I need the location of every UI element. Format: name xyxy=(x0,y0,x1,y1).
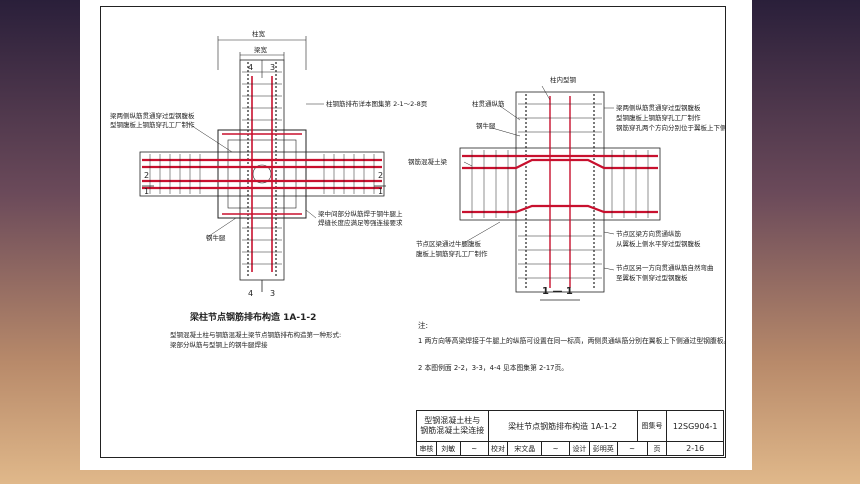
section-2-right: 2 xyxy=(378,171,384,180)
page-label: 页 xyxy=(648,441,668,456)
notes-heading: 注: xyxy=(418,321,429,330)
section-right-note-3: 钢筋穿孔两个方向分别位于翼板上下侧 xyxy=(616,124,727,132)
title-block-name: 梁柱节点钢筋排布构造 1A-1-2 xyxy=(489,411,638,441)
plan-view-drawing xyxy=(139,36,661,301)
col-width-label: 柱宽 xyxy=(252,30,265,38)
section-col-steel-label: 柱内型钢 xyxy=(550,76,576,84)
section-label: 1 — 1 xyxy=(542,286,573,297)
corbel-annotation: 钢牛腿 xyxy=(206,234,226,242)
category-line-2: 钢筋混凝土梁连接 xyxy=(420,426,485,435)
section-bottom-note-1: 节点区梁通过牛腿腹板 xyxy=(416,240,481,248)
design-label: 设计 xyxy=(570,441,590,456)
atlas-number: 12SG904-1 xyxy=(672,421,718,431)
section-bottom-note-4: 从翼板上侧水平穿过型钢腹板 xyxy=(616,240,701,248)
designer-name: 彭明英 xyxy=(590,441,618,456)
section-bottom-note-6: 至翼板下侧穿过型钢腹板 xyxy=(616,274,688,282)
plan-description-2: 梁部分纵筋与型钢上的钢牛腿焊接 xyxy=(170,341,268,349)
section-right-note-1: 梁两侧纵筋贯通穿过型钢腹板 xyxy=(616,104,701,112)
plan-description-1: 型钢混凝土柱与钢筋混凝土梁节点钢筋排布构造第一种形式: xyxy=(170,331,342,339)
reviewer-signature: ~ xyxy=(461,441,489,456)
title-block-category: 型钢混凝土柱与 钢筋混凝土梁连接 xyxy=(417,411,489,441)
reviewer-name: 刘敏 xyxy=(437,441,461,456)
title-block: 型钢混凝土柱与 钢筋混凝土梁连接 梁柱节点钢筋排布构造 1A-1-2 图集号 1… xyxy=(416,410,724,456)
section-bottom-note-3: 节点区梁方向贯通纵筋 xyxy=(616,230,681,238)
designer-signature: ~ xyxy=(618,441,648,456)
dim-3-top: 3 xyxy=(270,63,276,72)
note-1: 1 两方向等高梁焊接于牛腿上的纵筋可设置在同一标高，两侧贯通纵筋分别在翼板上下侧… xyxy=(418,337,731,345)
beam-side-annotation-1: 梁两侧纵筋贯通穿过型钢腹板 xyxy=(110,112,195,120)
section-bottom-note-2: 腹板上钢筋穿孔工厂制作 xyxy=(416,250,488,258)
note-2: 2 本图例面 2-2，3-3，4-4 见本图集第 2-17页。 xyxy=(418,364,569,372)
section-1-left: 1 xyxy=(144,187,150,196)
section-corbel-label: 钢牛腿 xyxy=(476,122,496,130)
page-number: 2-16 xyxy=(686,444,705,453)
beam-side-annotation-2: 型钢腹板上钢筋穿孔工厂制作 xyxy=(110,121,195,129)
section-rc-beam-label: 钢筋混凝土梁 xyxy=(408,158,447,166)
review-label: 审核 xyxy=(417,441,437,456)
section-2-left: 2 xyxy=(144,171,150,180)
middle-rebar-annotation-2: 焊缝长度应满足等强连接要求 xyxy=(318,219,403,227)
plan-title: 梁柱节点钢筋排布构造 1A-1-2 xyxy=(190,313,317,323)
section-col-rebar-label: 柱贯通纵筋 xyxy=(472,100,505,108)
dim-4-bottom: 4 xyxy=(248,289,254,298)
checker-signature: ~ xyxy=(542,441,570,456)
atlas-label: 图集号 xyxy=(638,411,668,441)
category-line-1: 型钢混凝土柱与 xyxy=(424,416,481,425)
column-rebar-annotation: 柱钢筋排布详本图集第 2-1～2-8页 xyxy=(326,100,428,108)
dim-3-bottom: 3 xyxy=(270,289,276,298)
dim-4-top: 4 xyxy=(248,63,254,72)
middle-rebar-annotation-1: 梁中间部分纵筋焊于钢牛腿上 xyxy=(318,210,403,218)
drawing-frame xyxy=(100,6,726,458)
beam-width-label: 梁宽 xyxy=(254,46,267,54)
checker-name: 宋文晶 xyxy=(508,441,543,456)
section-bottom-note-5: 节点区另一方向贯通纵筋自然弯曲 xyxy=(616,264,714,272)
section-right-note-2: 型钢腹板上钢筋穿孔工厂制作 xyxy=(616,114,701,122)
drawing-sheet: 柱宽 梁宽 4 3 4 3 2 1 2 1 柱钢筋排布详本图集第 2-1～2-8… xyxy=(80,0,752,470)
check-label: 校对 xyxy=(489,441,509,456)
section-1-right: 1 xyxy=(378,187,384,196)
